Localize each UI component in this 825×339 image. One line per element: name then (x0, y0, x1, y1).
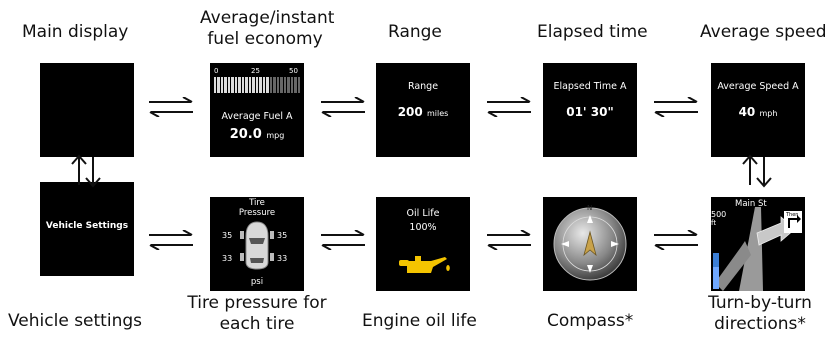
swap-arrows-icon-elapsed-speed (654, 97, 698, 117)
screen-tire-pressure[interactable]: Tire Pressure 35 35 33 33 psi (210, 197, 304, 291)
screen-average-speed[interactable]: Average Speed A 40 mph (711, 63, 805, 157)
label-range: Range (388, 22, 442, 42)
elapsed-value: 01' 30" (566, 105, 614, 119)
swap-arrows-icon-tire-oil (321, 230, 365, 250)
screen-fuel-economy[interactable]: 0 25 50 Average Fuel A 20.0 mpg (210, 63, 304, 157)
label-elapsed-time: Elapsed time (537, 22, 648, 42)
speed-title: Average Speed A (717, 81, 799, 92)
label-turn-by-turn: Turn-by-turn directions* (700, 293, 820, 335)
label-vehicle-settings: Vehicle settings (8, 311, 142, 331)
fuel-tick-0: 0 (214, 67, 219, 75)
swap-arrows-icon-main-vehicle (71, 154, 101, 188)
swap-arrows-icon-compass-turn (654, 230, 698, 250)
label-average-speed: Average speed (700, 22, 825, 42)
oil-value: 100% (409, 222, 437, 233)
speed-unit: mph (759, 109, 778, 118)
fuel-tick-50: 50 (289, 67, 298, 75)
compass-icon (553, 207, 627, 281)
fuel-value: 20.0 (229, 127, 262, 142)
oil-can-icon (399, 256, 450, 273)
label-tire-line2: each tire (219, 314, 295, 334)
range-unit: miles (426, 109, 449, 118)
oil-title: Oil Life (406, 208, 440, 219)
label-tire-pressure: Tire pressure for each tire (183, 293, 331, 335)
range-value: 200 (397, 105, 423, 119)
label-fuel-line2: fuel economy (207, 29, 323, 49)
tire-front-right: 35 (277, 231, 288, 240)
screen-range[interactable]: Range 200 miles (376, 63, 470, 157)
screen-vehicle-settings[interactable]: Vehicle Settings (40, 182, 134, 276)
turn-distance: 500 (711, 210, 727, 219)
screen-main-display[interactable] (40, 63, 134, 157)
screen-oil-life[interactable]: Oil Life 100% (376, 197, 470, 291)
fuel-title: Average Fuel A (221, 111, 293, 122)
tire-rear-right: 33 (277, 254, 288, 263)
fuel-tick-25: 25 (251, 67, 260, 75)
elapsed-title: Elapsed Time A (553, 81, 627, 92)
tire-unit: psi (250, 277, 264, 287)
label-fuel-economy: Average/instant fuel economy (200, 8, 335, 50)
tire-title-line2: Pressure (238, 208, 276, 218)
turn-street: Main St (735, 199, 767, 209)
fuel-unit: mpg (266, 131, 285, 140)
label-compass: Compass* (547, 311, 634, 331)
turn-next-icon-label: Then (786, 212, 799, 218)
range-title: Range (407, 81, 439, 92)
screen-turn-by-turn[interactable]: Main St 500 ft Then (711, 197, 805, 291)
tire-title-line1: Tire (249, 198, 265, 208)
swap-arrows-icon-oil-compass (487, 230, 531, 250)
vehicle-title: Vehicle Settings (45, 221, 129, 231)
swap-arrows-icon-fuel-range (321, 97, 365, 117)
swap-arrows-icon-speed-turn (742, 154, 772, 188)
swap-arrows-icon-main-fuel (149, 97, 193, 117)
range-value-line: 200 miles (376, 105, 470, 119)
speed-value: 40 (738, 105, 756, 119)
label-fuel-line1: Average/instant (200, 8, 335, 28)
tire-front-left: 35 (222, 231, 233, 240)
turn-arrow-icon (713, 207, 802, 291)
speed-value-line: 40 mph (711, 105, 805, 119)
label-engine-oil-life: Engine oil life (362, 311, 477, 331)
swap-arrows-icon-vehicle-tire (149, 230, 193, 250)
label-tire-line1: Tire pressure for (187, 293, 327, 313)
turn-distance-unit: ft (711, 219, 717, 227)
screen-compass[interactable]: N (543, 197, 637, 291)
car-top-icon (240, 221, 274, 270)
swap-arrows-icon-range-elapsed (487, 97, 531, 117)
label-turn-line2: directions* (714, 314, 806, 334)
fuel-value-line: 20.0 mpg (210, 127, 304, 142)
compass-north: N (587, 204, 593, 212)
tire-rear-left: 33 (222, 254, 233, 263)
label-main-display: Main display (22, 22, 129, 42)
screen-elapsed-time[interactable]: Elapsed Time A 01' 30" (543, 63, 637, 157)
fuel-gauge-bars (214, 77, 301, 93)
label-turn-line1: Turn-by-turn (708, 293, 812, 313)
